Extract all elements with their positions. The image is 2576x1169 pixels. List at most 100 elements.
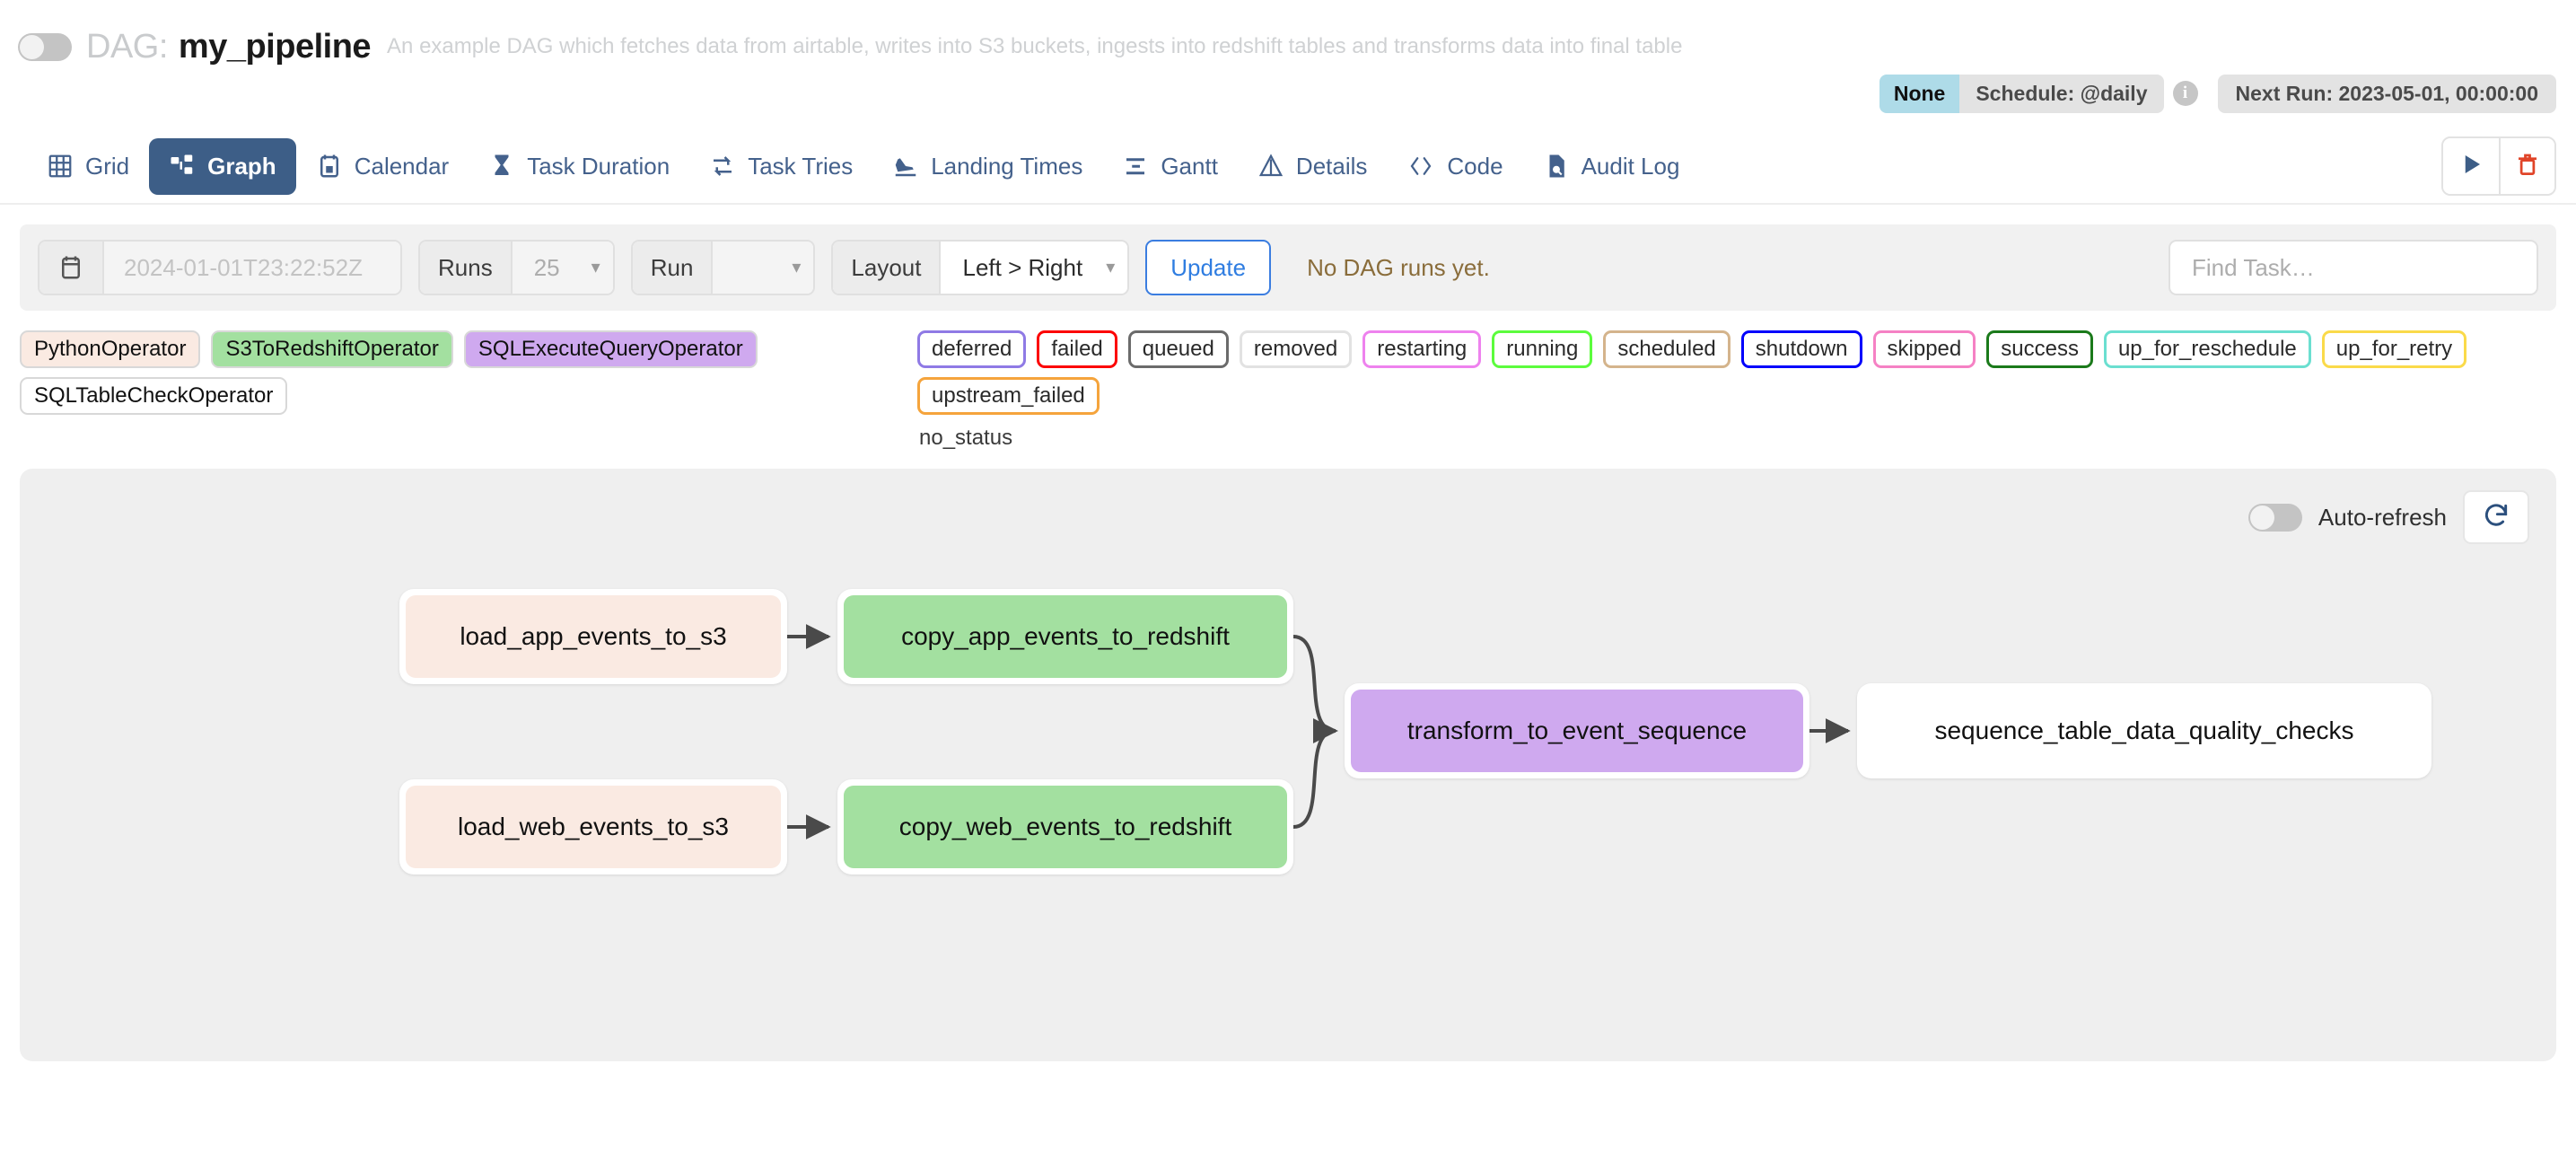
graph-node[interactable]: copy_web_events_to_redshift: [837, 779, 1293, 875]
chevron-down-icon: ▾: [1106, 258, 1116, 277]
toggle-knob: [2249, 505, 2274, 530]
graph-node-label: transform_to_event_sequence: [1351, 690, 1803, 772]
dag-description: An example DAG which fetches data from a…: [387, 34, 1683, 58]
graph-edges: [786, 624, 1851, 839]
status-legend-chip[interactable]: removed: [1239, 330, 1353, 368]
tab-label: Details: [1295, 152, 1368, 180]
graph-node[interactable]: copy_app_events_to_redshift: [837, 589, 1293, 684]
calendar-icon: [316, 153, 343, 180]
graph-node-label: copy_web_events_to_redshift: [844, 786, 1287, 868]
run-select[interactable]: ▾: [713, 242, 814, 294]
date-filter-group: [38, 240, 402, 295]
graph-node[interactable]: load_web_events_to_s3: [399, 779, 787, 875]
tab-label: Task Duration: [527, 152, 670, 180]
graph-toolbar: Auto-refresh: [2247, 490, 2529, 544]
status-legend-chip[interactable]: up_for_reschedule: [2103, 330, 2311, 368]
status-legend-chip[interactable]: failed: [1037, 330, 1117, 368]
legend-area: PythonOperator S3ToRedshiftOperator SQLExe…: [0, 311, 2576, 451]
status-legend-chip[interactable]: restarting: [1362, 330, 1482, 368]
play-icon: [2458, 151, 2484, 182]
audit-log-icon: [1543, 153, 1570, 180]
dag-prefix-label: DAG:: [86, 27, 168, 66]
no-status-label: no_status: [919, 426, 1013, 450]
graph-node-label: copy_app_events_to_redshift: [844, 595, 1287, 678]
operator-legend-chip[interactable]: SQLTableCheckOperator: [20, 377, 288, 415]
next-run-badge: Next Run: 2023-05-01, 00:00:00: [2217, 74, 2556, 113]
layout-select[interactable]: Left > Right ▾: [941, 242, 1128, 294]
dag-header: DAG: my_pipeline An example DAG which fe…: [0, 0, 2576, 68]
date-input[interactable]: [104, 242, 400, 294]
find-task-input[interactable]: [2169, 240, 2538, 295]
runs-select[interactable]: 25 ▾: [512, 242, 613, 294]
status-legend-chip[interactable]: skipped: [1872, 330, 1976, 368]
info-icon[interactable]: i: [2172, 81, 2198, 106]
operator-legend-chip[interactable]: SQLExecuteQueryOperator: [463, 330, 758, 368]
status-legend-chip[interactable]: up_for_retry: [2321, 330, 2467, 368]
graph-node-label: load_web_events_to_s3: [406, 786, 781, 868]
refresh-icon: [2482, 501, 2510, 534]
auto-refresh-toggle[interactable]: [2247, 503, 2302, 532]
tab-gantt[interactable]: Gantt: [1102, 138, 1238, 195]
triangle-alert-icon: [1257, 153, 1284, 180]
schedule-badge: Schedule: @daily: [1959, 74, 2164, 113]
hourglass-icon: [488, 153, 515, 180]
status-legend-chip[interactable]: scheduled: [1603, 330, 1730, 368]
schedule-row: None Schedule: @daily i Next Run: 2023-0…: [0, 68, 2576, 119]
status-legend-chip[interactable]: deferred: [917, 330, 1027, 368]
dag-pause-toggle[interactable]: [18, 32, 72, 61]
graph-node[interactable]: transform_to_event_sequence: [1345, 683, 1809, 778]
tab-label: Graph: [207, 152, 276, 180]
tab-landing-times[interactable]: Landing Times: [872, 138, 1102, 195]
operator-legend: PythonOperator S3ToRedshiftOperator SQLExe…: [20, 330, 917, 415]
graph-node[interactable]: sequence_table_data_quality_checks: [1857, 683, 2431, 778]
update-button[interactable]: Update: [1145, 240, 1272, 295]
tab-label: Task Tries: [748, 152, 854, 180]
graph-node[interactable]: load_app_events_to_s3: [399, 589, 787, 684]
dag-name: my_pipeline: [178, 27, 372, 66]
run-label: Run: [632, 242, 714, 294]
status-legend-chip[interactable]: shutdown: [1740, 330, 1862, 368]
tab-audit-log[interactable]: Audit Log: [1523, 138, 1700, 195]
grid-icon: [47, 153, 74, 180]
runs-label: Runs: [420, 242, 513, 294]
tab-task-duration[interactable]: Task Duration: [469, 138, 689, 195]
auto-refresh-label: Auto-refresh: [2318, 503, 2447, 531]
operator-legend-chip[interactable]: S3ToRedshiftOperator: [211, 330, 453, 368]
chevron-down-icon: ▾: [591, 258, 600, 277]
chevron-down-icon: ▾: [792, 258, 802, 277]
graph-canvas[interactable]: Auto-refresh load_app_events_to_s3 copy_a…: [20, 469, 2556, 1061]
graph-node-label: sequence_table_data_quality_checks: [1863, 690, 2425, 772]
graph-edge: [1292, 718, 1338, 829]
trash-icon: [2514, 150, 2541, 183]
tab-details[interactable]: Details: [1238, 138, 1387, 195]
status-legend-chip[interactable]: upstream_failed: [917, 377, 1100, 415]
tab-calendar[interactable]: Calendar: [296, 138, 469, 195]
tab-graph[interactable]: Graph: [149, 137, 296, 195]
tab-label: Audit Log: [1581, 152, 1680, 180]
delete-dag-button[interactable]: [2499, 138, 2554, 194]
layout-select-value: Left > Right: [962, 253, 1083, 281]
retry-icon: [709, 153, 736, 180]
refresh-button[interactable]: [2463, 490, 2529, 544]
status-legend-chip[interactable]: running: [1492, 330, 1593, 368]
tab-task-tries[interactable]: Task Tries: [689, 138, 872, 195]
tab-code[interactable]: Code: [1387, 138, 1522, 195]
tab-label: Gantt: [1161, 152, 1218, 180]
layout-label: Layout: [833, 242, 942, 294]
runs-select-value: 25: [533, 253, 560, 281]
layout-filter-group: Layout Left > Right ▾: [831, 240, 1130, 295]
filter-bar: Runs 25 ▾ Run ▾ Layout Left > Right ▾ Up…: [20, 224, 2556, 311]
status-legend-chip[interactable]: success: [1986, 330, 2093, 368]
calendar-icon[interactable]: [39, 242, 104, 294]
trigger-dag-button[interactable]: [2443, 138, 2499, 194]
run-filter-group: Run ▾: [630, 240, 816, 295]
graph-icon: [169, 153, 196, 180]
tab-grid[interactable]: Grid: [27, 138, 149, 195]
toggle-knob: [20, 34, 44, 59]
dag-action-buttons: [2441, 136, 2556, 196]
operator-legend-chip[interactable]: PythonOperator: [20, 330, 201, 368]
tab-label: Code: [1447, 152, 1503, 180]
status-legend-chip[interactable]: queued: [1127, 330, 1229, 368]
